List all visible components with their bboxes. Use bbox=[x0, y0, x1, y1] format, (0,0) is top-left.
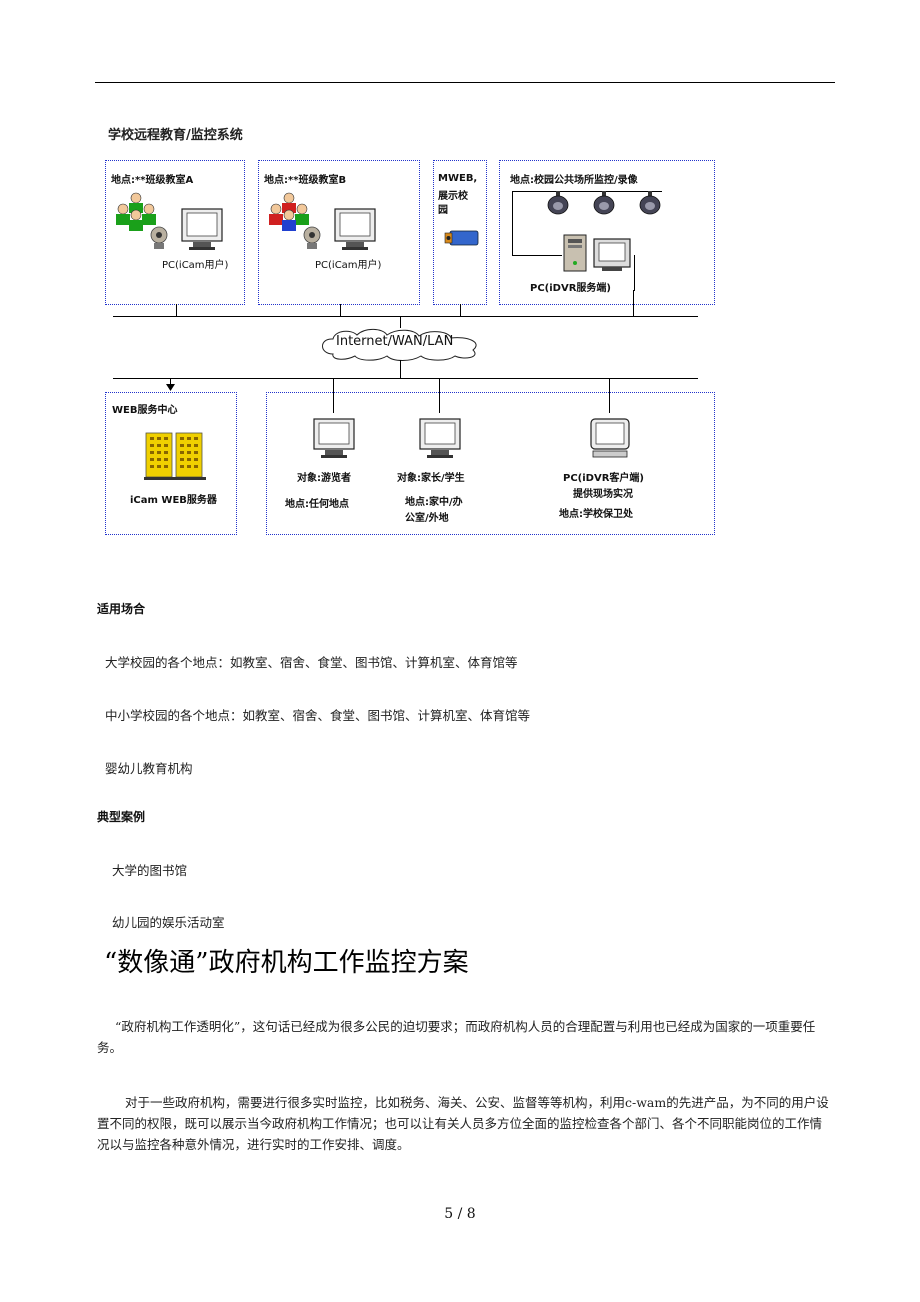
crt-monitor-icon bbox=[593, 238, 631, 271]
security-pc: PC(iDVR客户端) bbox=[563, 473, 644, 484]
link-a bbox=[176, 304, 177, 316]
section-heading: “数像通”政府机构工作监控方案 bbox=[104, 948, 469, 978]
camera-drop-line bbox=[512, 191, 513, 255]
applicable-item: 大学校园的各个地点：如教室、宿舍、食堂、图书馆、计算机室、体育馆等 bbox=[105, 655, 518, 670]
internet-label: Internet/WAN/LAN bbox=[336, 334, 454, 349]
parent-object: 对象:家长/学生 bbox=[397, 473, 465, 484]
monitor-icon bbox=[334, 208, 376, 250]
webcam-icon bbox=[150, 226, 168, 249]
classroom-a-location: 地点:**班级教室A bbox=[111, 175, 194, 186]
dome-camera-icon bbox=[593, 191, 615, 215]
link-campus bbox=[633, 290, 634, 316]
classroom-b-location: 地点:**班级教室B bbox=[264, 175, 347, 186]
applicable-item: 婴幼儿教育机构 bbox=[105, 761, 193, 776]
internet-cloud-icon bbox=[322, 328, 477, 361]
applicable-item: 中小学校园的各个地点：如教室、宿舍、食堂、图书馆、计算机室、体育馆等 bbox=[105, 708, 531, 723]
parent-location-2: 公室/外地 bbox=[405, 513, 449, 524]
applicable-title: 适用场合 bbox=[97, 602, 146, 616]
monitor-icon bbox=[313, 418, 355, 458]
security-desc: 提供现场实况 bbox=[573, 489, 633, 500]
cases-title: 典型案例 bbox=[97, 810, 146, 824]
webcam-icon bbox=[303, 226, 321, 249]
campus-monitor-box: 地点:校园公共场所监控/录像 PC(iDVR服务端) bbox=[499, 160, 715, 305]
body-paragraph: 对于一些政府机构，需要进行很多实时监控，比如税务、海关、公安、监督等等机构，利用… bbox=[97, 1095, 829, 1152]
web-server-label: iCam WEB服务器 bbox=[130, 495, 217, 506]
dome-camera-icon bbox=[639, 191, 661, 215]
web-center-box: WEB服务中心 iCam WEB服务器 bbox=[105, 392, 237, 535]
server-building-icon bbox=[144, 432, 206, 480]
arrow-down-icon bbox=[166, 384, 175, 391]
web-link bbox=[170, 378, 171, 386]
mweb-line1: MWEB, bbox=[438, 173, 478, 184]
clients-box: 对象:游览者 地点:任何地点 对象:家长/学生 地点:家中/办 公室/外地 PC… bbox=[266, 379, 715, 535]
upper-network-bus bbox=[113, 316, 698, 317]
security-location: 地点:学校保卫处 bbox=[559, 509, 633, 520]
monitor-icon bbox=[419, 418, 461, 458]
parent-link bbox=[439, 379, 440, 413]
users-group-icon bbox=[269, 192, 309, 231]
server-tower-icon bbox=[563, 234, 587, 272]
header-rule bbox=[95, 82, 835, 83]
camera-to-server-line bbox=[512, 255, 562, 256]
classroom-b-box: 地点:**班级教室B PC(iCam用户) bbox=[258, 160, 420, 305]
lower-network-bus bbox=[113, 378, 698, 379]
campus-uplink-line bbox=[634, 255, 635, 291]
case-item: 幼儿园的娱乐活动室 bbox=[112, 915, 225, 930]
mweb-line3: 园 bbox=[438, 205, 448, 216]
case-item: 大学的图书馆 bbox=[112, 863, 188, 878]
cloud-down-link bbox=[400, 360, 401, 378]
monitor-icon bbox=[590, 418, 630, 458]
cloud-up-link bbox=[400, 316, 401, 328]
classroom-a-box: 地点:**班级教室A PC(iCam用户) bbox=[105, 160, 245, 305]
web-center-title: WEB服务中心 bbox=[112, 405, 178, 416]
monitor-icon bbox=[181, 208, 223, 250]
camera-bus-line bbox=[512, 191, 662, 192]
security-link bbox=[609, 379, 610, 413]
dome-camera-icon bbox=[547, 191, 569, 215]
classroom-a-pc: PC(iCam用户) bbox=[162, 260, 229, 271]
visitor-object: 对象:游览者 bbox=[297, 473, 351, 484]
network-camera-icon bbox=[444, 230, 479, 246]
link-mweb bbox=[460, 304, 461, 316]
parent-location-1: 地点:家中/办 bbox=[405, 497, 463, 508]
campus-location: 地点:校园公共场所监控/录像 bbox=[510, 175, 638, 186]
visitor-link bbox=[333, 379, 334, 413]
body-paragraph: “政府机构工作透明化”，这句话已经成为很多公民的迫切要求；而政府机构人员的合理配… bbox=[97, 1019, 816, 1055]
diagram-title: 学校远程教育/监控系统 bbox=[108, 128, 243, 143]
users-group-icon bbox=[116, 192, 156, 231]
link-b bbox=[340, 304, 341, 316]
mweb-box: MWEB, 展示校 园 bbox=[433, 160, 487, 305]
page-number: 5 / 8 bbox=[444, 1206, 476, 1222]
classroom-b-pc: PC(iCam用户) bbox=[315, 260, 382, 271]
visitor-location: 地点:任何地点 bbox=[285, 499, 349, 510]
campus-pc: PC(iDVR服务端) bbox=[530, 283, 611, 294]
mweb-line2: 展示校 bbox=[438, 191, 468, 202]
